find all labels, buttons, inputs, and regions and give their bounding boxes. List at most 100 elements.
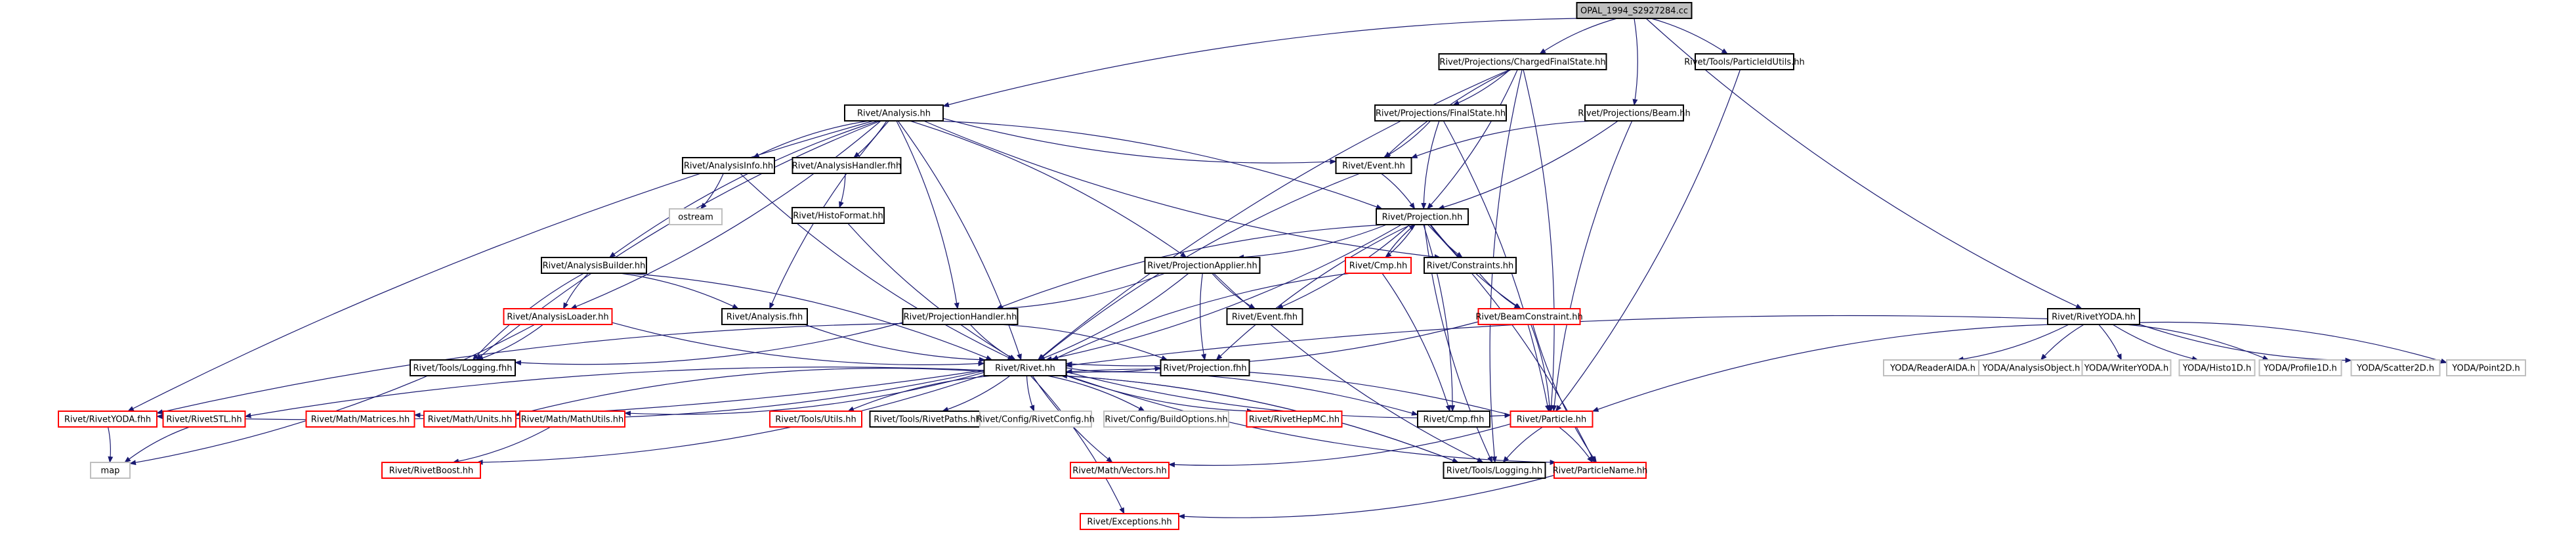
node-ainfo-label: Rivet/AnalysisInfo.hh [684, 162, 773, 171]
edge-fs-to-proj [1421, 120, 1440, 210]
node-ryodafhh[interactable]: Rivet/RivetYODA.fhh [58, 411, 158, 428]
node-abuilder[interactable]: Rivet/AnalysisBuilder.hh [541, 257, 647, 274]
node-map-box [90, 462, 131, 479]
node-histofmt[interactable]: Rivet/HistoFormat.hh [792, 207, 885, 224]
node-pfu[interactable]: Rivet/Tools/ParticleIdUtils.hh [1684, 53, 1805, 70]
node-analysis-box [844, 104, 944, 122]
edge-papplier-to-eventfhh [1212, 273, 1256, 309]
edge-particle-to-tlog [1502, 426, 1543, 463]
node-tutils[interactable]: Rivet/Tools/Utils.hh [769, 411, 862, 428]
node-papplier-label: Rivet/ProjectionApplier.hh [1147, 261, 1257, 271]
node-units[interactable]: Rivet/Math/Units.hh [423, 411, 517, 428]
edge-ainfo-to-ostream [700, 173, 724, 210]
edge-beam-to-particle [1552, 120, 1633, 412]
node-aloader-label: Rivet/AnalysisLoader.hh [507, 313, 608, 323]
node-fs[interactable]: Rivet/Projections/FinalState.hh [1374, 104, 1507, 122]
edge-rivet-to-rstl [244, 367, 984, 418]
node-y_histo-box [2178, 359, 2256, 376]
edge-aloader-to-tlogfhh [476, 324, 544, 361]
node-rboost[interactable]: Rivet/RivetBoost.hh [381, 462, 481, 479]
node-particle[interactable]: Rivet/Particle.hh [1510, 411, 1594, 428]
node-proj-label: Rivet/Projection.hh [1382, 213, 1463, 223]
node-beam[interactable]: Rivet/Projections/Beam.hh [1578, 104, 1691, 122]
node-rboost-label: Rivet/RivetBoost.hh [389, 466, 474, 476]
edge-ryoda-to-y_writer [2098, 324, 2122, 361]
node-projfhh[interactable]: Rivet/Projection.fhh [1160, 359, 1250, 376]
node-layer: OPAL_1994_S2927284.ccRivet/Projections/C… [58, 2, 2526, 530]
edge-cmp-to-rivet [1051, 273, 1351, 361]
edge-event-to-proj [1381, 173, 1416, 210]
node-hepmc[interactable]: Rivet/RivetHepMC.hh [1246, 411, 1343, 428]
node-particle-label: Rivet/Particle.hh [1517, 415, 1586, 425]
node-beamc[interactable]: Rivet/BeamConstraint.hh [1475, 308, 1583, 325]
edge-rstl-to-map [124, 426, 190, 463]
node-exceptions[interactable]: Rivet/Exceptions.hh [1080, 513, 1179, 530]
node-ryoda[interactable]: Rivet/RivetYODA.hh [2047, 308, 2140, 325]
edge-rivet-to-bconfig [1046, 375, 1145, 412]
node-analysis[interactable]: Rivet/Analysis.hh [844, 104, 944, 122]
node-cmpfhh-box [1417, 411, 1490, 428]
node-vectors[interactable]: Rivet/Math/Vectors.hh [1070, 462, 1170, 479]
node-y_histo: YODA/Histo1D.h [2178, 359, 2256, 376]
node-matrices-label: Rivet/Math/Matrices.hh [311, 415, 410, 425]
node-pfu-label: Rivet/Tools/ParticleIdUtils.hh [1684, 58, 1805, 68]
edge-mathutils-to-rboost [452, 426, 551, 464]
node-cmpfhh[interactable]: Rivet/Cmp.fhh [1417, 411, 1490, 428]
edge-event-to-rivet [1038, 173, 1361, 361]
node-papplier[interactable]: Rivet/ProjectionApplier.hh [1144, 257, 1261, 274]
node-proj-box [1376, 208, 1469, 225]
edge-cfs-to-rivet [1037, 69, 1510, 361]
edge-analysis-to-event [942, 118, 1337, 165]
node-y_scatter: YODA/Scatter2D.h [2350, 359, 2441, 376]
node-rivet[interactable]: Rivet/Rivet.hh [983, 359, 1067, 376]
edge-ryoda-to-y_profile [2125, 324, 2270, 361]
node-exceptions-label: Rivet/Exceptions.hh [1087, 518, 1172, 527]
node-eventfhh[interactable]: Rivet/Event.fhh [1226, 308, 1303, 325]
node-proj[interactable]: Rivet/Projection.hh [1376, 208, 1469, 225]
node-mathutils[interactable]: Rivet/Math/MathUtils.hh [519, 411, 625, 428]
edge-rivet-to-tutils [847, 375, 993, 412]
edge-beamc-to-pname [1532, 324, 1597, 463]
node-pname[interactable]: Rivet/ParticleName.hh [1553, 462, 1648, 479]
edge-abuilder-to-afhh [620, 273, 739, 309]
edge-ryodafhh-to-map [108, 426, 114, 463]
node-mathutils-label: Rivet/Math/MathUtils.hh [521, 415, 623, 425]
edge-phandler-to-rivet [969, 324, 1016, 361]
node-y_writer: YODA/WriterYODA.h [2081, 359, 2172, 376]
node-cmp[interactable]: Rivet/Cmp.hh [1345, 257, 1412, 274]
edge-papplier-to-tlog [1213, 273, 1484, 463]
node-ainfo[interactable]: Rivet/AnalysisInfo.hh [682, 157, 775, 174]
edge-papplier-to-phandler [996, 273, 1166, 311]
node-ryoda-box [2047, 308, 2140, 325]
node-projfhh-box [1160, 359, 1250, 376]
node-ahandler[interactable]: Rivet/AnalysisHandler.fhh [792, 157, 902, 174]
node-cmpfhh-label: Rivet/Cmp.fhh [1424, 415, 1485, 425]
node-event[interactable]: Rivet/Event.hh [1335, 157, 1412, 174]
node-tlog-box [1443, 462, 1546, 479]
node-y_point-label: YODA/Point2D.h [2451, 364, 2520, 374]
node-y_profile-box [2258, 359, 2342, 376]
node-papplier-box [1144, 257, 1261, 274]
node-y_point: YODA/Point2D.h [2446, 359, 2526, 376]
node-rstl[interactable]: Rivet/RivetSTL.hh [162, 411, 246, 428]
node-constraints-box [1424, 257, 1517, 274]
node-cfs[interactable]: Rivet/Projections/ChargedFinalState.hh [1438, 53, 1607, 70]
node-rpaths[interactable]: Rivet/Tools/RivetPaths.hh [869, 411, 986, 428]
edge-analysis-to-abuilder [608, 120, 879, 258]
edge-analysis-to-proj [934, 120, 1383, 210]
edge-particle-to-rivet [1065, 368, 1511, 416]
node-y_aobj-box [1978, 359, 2084, 376]
node-afhh[interactable]: Rivet/Analysis.fhh [721, 308, 808, 325]
node-phandler[interactable]: Rivet/ProjectionHandler.hh [902, 308, 1019, 325]
node-cfs-label: Rivet/Projections/ChargedFinalState.hh [1439, 58, 1605, 68]
node-beamc-box [1477, 308, 1581, 325]
node-matrices[interactable]: Rivet/Math/Matrices.hh [305, 411, 415, 428]
edge-ryoda-to-y_point [2139, 321, 2447, 364]
node-tlog[interactable]: Rivet/Tools/Logging.hh [1443, 462, 1546, 479]
node-aloader[interactable]: Rivet/AnalysisLoader.hh [503, 308, 613, 325]
node-phandler-label: Rivet/ProjectionHandler.hh [904, 313, 1017, 323]
edge-ryoda-to-y_aobj [2040, 324, 2084, 361]
node-constraints[interactable]: Rivet/Constraints.hh [1424, 257, 1517, 274]
node-root[interactable]: OPAL_1994_S2927284.cc [1576, 2, 1693, 19]
node-tlogfhh[interactable]: Rivet/Tools/Logging.fhh [410, 359, 516, 376]
